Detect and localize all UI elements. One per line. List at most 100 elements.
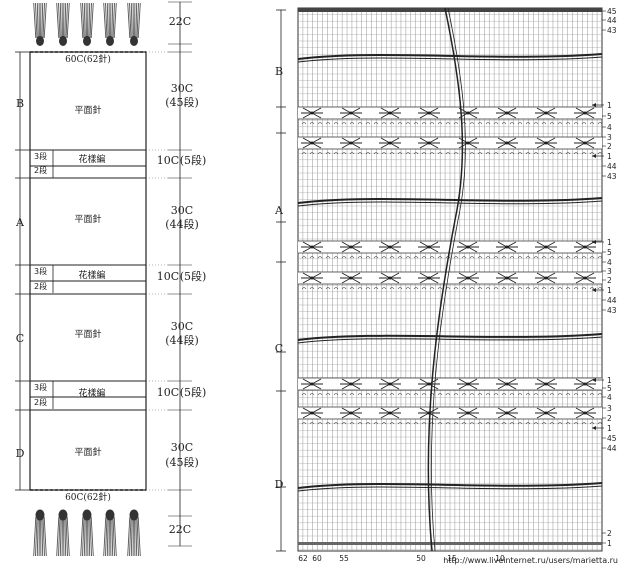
tassel-strand: [33, 516, 37, 557]
purl-mark: [413, 152, 419, 155]
purl-mark: [453, 152, 459, 155]
purl-mark: [525, 393, 531, 396]
star-stitch-center: [310, 245, 314, 249]
purl-mark: [597, 256, 603, 259]
length-label-p1: 10C: [157, 154, 179, 167]
pattern-band-bg: [298, 107, 602, 119]
purl-mark: [317, 152, 323, 155]
purl-mark: [349, 152, 355, 155]
purl-mark: [581, 287, 587, 290]
purl-mark: [501, 393, 507, 396]
section-separator-curves: [297, 7, 603, 552]
purl-mark: [501, 287, 507, 290]
purl-mark: [501, 122, 507, 125]
section-letter-a: A: [15, 216, 25, 229]
purl-mark: [453, 122, 459, 125]
purl-mark: [509, 393, 515, 396]
purl-mark: [517, 393, 523, 396]
purl-mark: [517, 256, 523, 259]
star-stitch-center: [583, 411, 587, 415]
row-number-label: 1: [607, 424, 612, 433]
purl-mark: [485, 256, 491, 259]
star-stitch-center: [505, 276, 509, 280]
tassel-strand: [33, 2, 37, 39]
row-number-label: 3: [607, 133, 612, 142]
purl-mark: [373, 393, 379, 396]
column-number-label: 62: [298, 554, 308, 563]
tassel-strand: [112, 2, 115, 39]
purl-mark: [557, 256, 563, 259]
purl-mark: [325, 256, 331, 259]
tassel-strand: [135, 2, 138, 39]
purl-mark: [413, 122, 419, 125]
row-number-label: 43: [607, 172, 617, 181]
tassel-strand: [90, 516, 94, 557]
tassel-strand: [130, 516, 133, 557]
purl-mark: [429, 152, 435, 155]
tassel-strand: [136, 516, 139, 557]
star-stitch-center: [544, 141, 548, 145]
length-label-b: 30C: [171, 82, 193, 95]
row-arrow-head: [592, 240, 596, 244]
tassel-strand: [135, 516, 138, 557]
purl-mark: [389, 393, 395, 396]
tassel-strand: [113, 516, 117, 557]
star-stitch-center: [388, 245, 392, 249]
purl-mark: [405, 422, 411, 425]
star-stitch-center: [505, 141, 509, 145]
purl-mark: [413, 256, 419, 259]
tassel-knot: [130, 36, 138, 46]
section-name-b: 平面針: [74, 104, 101, 116]
purl-mark: [477, 152, 483, 155]
purl-mark: [573, 393, 579, 396]
tassel-strand: [35, 2, 38, 39]
row-number-label: 2: [607, 276, 612, 285]
row-number-label: 1: [607, 101, 612, 110]
purl-mark: [333, 393, 339, 396]
purl-mark: [357, 393, 363, 396]
purl-mark: [341, 287, 347, 290]
tassel-strand: [64, 2, 67, 39]
purl-mark: [501, 256, 507, 259]
purl-mark: [357, 122, 363, 125]
purl-mark: [405, 287, 411, 290]
section-dividers: [15, 1, 192, 547]
purl-mark: [597, 422, 603, 425]
purl-mark: [469, 256, 475, 259]
tassel-strand: [113, 2, 117, 39]
tassel-strand: [129, 516, 132, 557]
purl-mark: [405, 152, 411, 155]
tassel-strand: [106, 2, 109, 39]
purl-mark: [437, 287, 443, 290]
row-number-label: 2: [607, 529, 612, 538]
section-separator-curve: [297, 200, 603, 207]
purl-mark: [541, 256, 547, 259]
top-edge-row: [298, 8, 602, 12]
purl-mark: [533, 122, 539, 125]
purl-mark: [413, 287, 419, 290]
purl-mark: [365, 256, 371, 259]
purl-mark: [333, 287, 339, 290]
purl-mark: [357, 152, 363, 155]
pattern-band-bg: [298, 407, 602, 419]
row-arrow-head: [592, 288, 596, 292]
purl-mark: [509, 422, 515, 425]
tassel-strand: [127, 516, 131, 557]
tassel-strand: [64, 516, 67, 557]
row-number-label: 4: [607, 123, 612, 132]
tassel-strand: [89, 516, 92, 557]
purl-mark: [389, 287, 395, 290]
purl-mark: [421, 256, 427, 259]
purl-mark: [381, 152, 387, 155]
purl-mark: [301, 422, 307, 425]
purl-mark: [317, 422, 323, 425]
purl-mark: [477, 287, 483, 290]
purl-mark: [437, 122, 443, 125]
purl-mark: [325, 422, 331, 425]
star-stitch-center: [583, 111, 587, 115]
purl-mark: [477, 422, 483, 425]
purl-mark: [429, 287, 435, 290]
purl-mark: [301, 152, 307, 155]
purl-mark: [365, 287, 371, 290]
section-separator-curve: [297, 56, 603, 63]
